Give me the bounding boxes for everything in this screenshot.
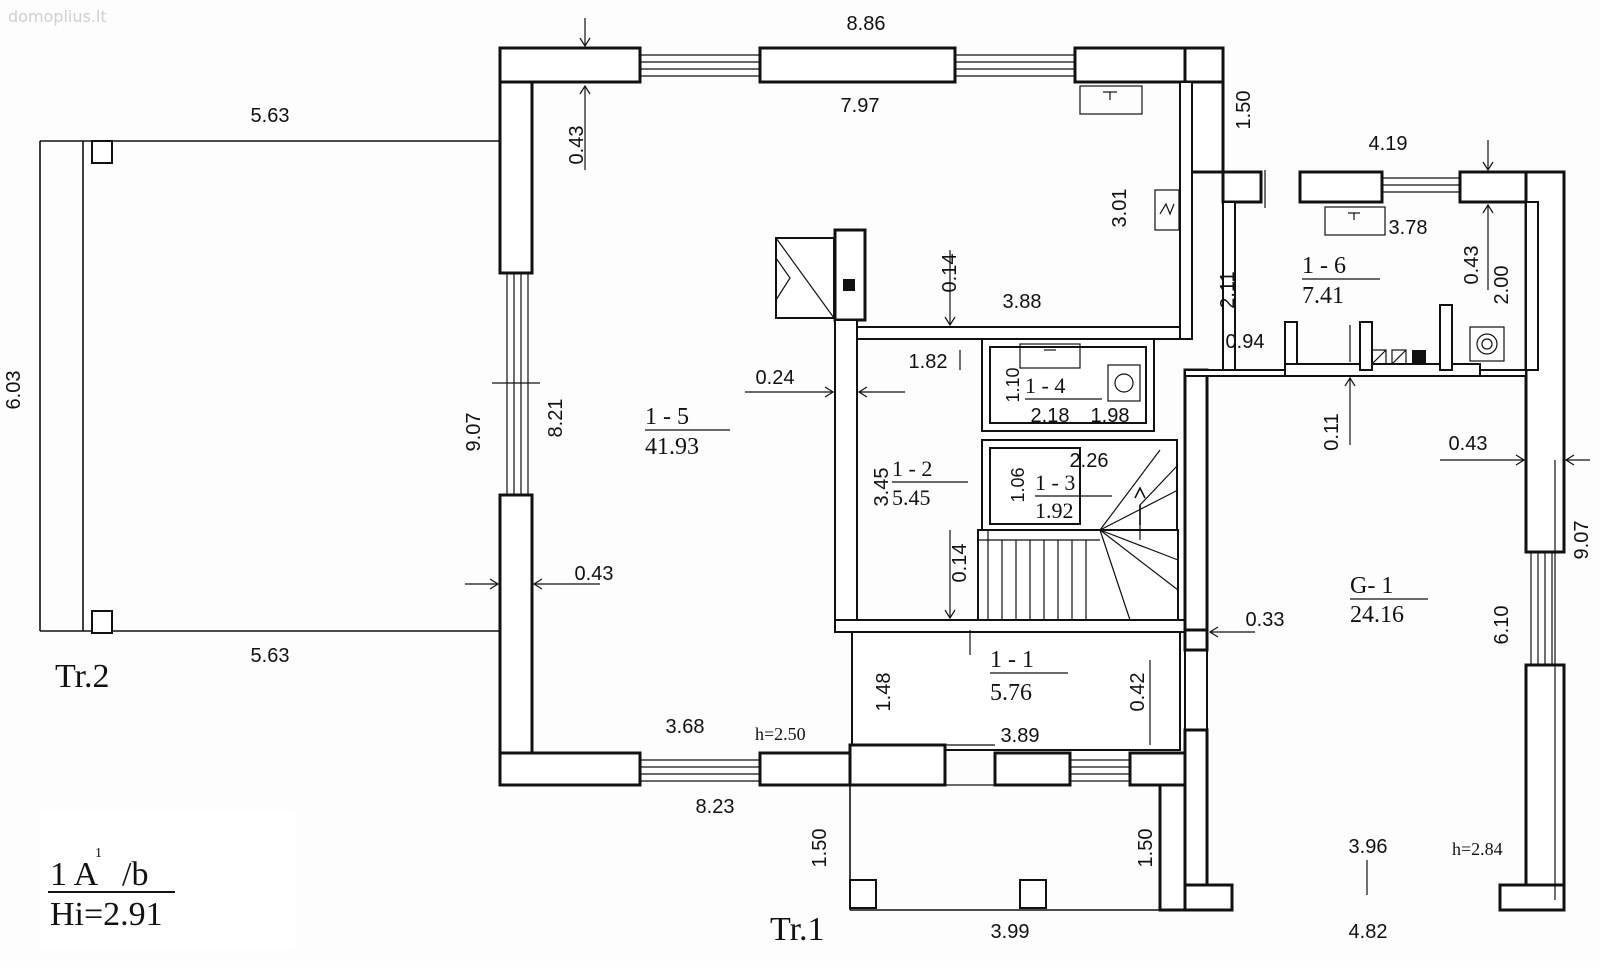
dim-wall-014-a: 0.14 xyxy=(939,254,961,293)
dim-top-overall: 8.86 xyxy=(847,13,886,35)
house-walls xyxy=(498,46,1232,912)
room-1-3-number: 1 - 3 xyxy=(1035,470,1075,495)
dim-kitchen-depth: 3.01 xyxy=(1109,189,1131,228)
windows xyxy=(506,54,1553,786)
room-1-6-area: 7.41 xyxy=(1302,283,1344,309)
terrace-post-top xyxy=(91,140,113,164)
room-1-4-number: 1 - 4 xyxy=(1025,373,1065,398)
watermark: domoplius.lt xyxy=(8,7,107,26)
floor-legend-superscript: 1 xyxy=(95,846,102,861)
height-main: h=2.50 xyxy=(755,724,806,744)
dim-stair-h: 1.06 xyxy=(1008,467,1028,502)
dim-wall-043-a: 0.43 xyxy=(566,126,588,165)
room-g-1-number: G- 1 xyxy=(1350,573,1393,599)
dim-entry-depth: 1.48 xyxy=(873,673,895,712)
dim-right-outer: 9.07 xyxy=(1571,521,1593,560)
dim-stair-w: 2.26 xyxy=(1070,450,1109,472)
dim-room6-outer: 4.19 xyxy=(1369,133,1408,155)
dim-porch-width: 3.99 xyxy=(991,921,1030,943)
dim-terrace-depth: 6.03 xyxy=(3,371,25,410)
dim-porch-left: 1.50 xyxy=(809,829,831,868)
dim-room6-depth: 2.00 xyxy=(1491,266,1513,305)
garage-block xyxy=(1183,170,1566,912)
room-1-2-area: 5.45 xyxy=(892,485,931,510)
dim-room6-inner: 3.78 xyxy=(1389,217,1428,239)
dim-living-bottom-inner: 3.68 xyxy=(666,716,705,738)
dim-entry-width: 3.89 xyxy=(1001,725,1040,747)
dim-wall-043-d: 0.43 xyxy=(575,563,614,585)
dim-wall-043-c: 0.43 xyxy=(1449,433,1488,455)
height-garage: h=2.84 xyxy=(1452,839,1503,859)
floor-legend: 1 A 1 /b Hi=2.91 xyxy=(40,810,295,950)
terrace-tr1-label: Tr.1 xyxy=(770,911,825,948)
room-1-1-number: 1 - 1 xyxy=(990,647,1034,673)
bath-sink-icon xyxy=(1019,343,1081,369)
room-labels: 1 - 5 41.93 1 - 2 5.45 1 - 3 1.92 1 - 4 … xyxy=(55,253,1503,948)
terrace-tr2-label: Tr.2 xyxy=(55,658,110,695)
dim-living-inner-width: 7.97 xyxy=(841,95,880,117)
dim-terrace-top: 5.63 xyxy=(251,105,290,127)
room-1-5-area: 41.93 xyxy=(645,434,699,460)
dim-wall-042: 0.42 xyxy=(1127,673,1149,712)
floor-legend-suffix: /b xyxy=(122,856,148,893)
terrace-tr1 xyxy=(849,783,1232,912)
dimension-lines xyxy=(465,18,1590,900)
dim-wall-011: 0.11 xyxy=(1321,413,1343,450)
sink-icon xyxy=(1324,206,1386,236)
dim-garage-outer: 4.82 xyxy=(1349,921,1388,943)
dim-bottom-overall: 8.23 xyxy=(696,796,735,818)
dim-garage-inner: 3.96 xyxy=(1349,836,1388,858)
room-1-2-number: 1 - 2 xyxy=(892,456,932,481)
dim-bath-h: 1.10 xyxy=(1003,367,1023,402)
room-1-5-number: 1 - 5 xyxy=(645,404,689,430)
dim-hall-depth: 3.45 xyxy=(871,468,893,507)
dim-wall-033: 0.33 xyxy=(1246,609,1285,631)
kitchen-sink-icon xyxy=(1079,85,1143,115)
room-1-3-area: 1.92 xyxy=(1035,498,1074,523)
dim-bath-b: 1.98 xyxy=(1091,405,1130,427)
dim-bath-w: 1.82 xyxy=(909,351,948,373)
dim-porch-right: 1.50 xyxy=(1135,829,1157,868)
dim-wall-043-b: 0.43 xyxy=(1461,246,1483,285)
room-1-1-area: 5.76 xyxy=(990,680,1032,706)
floor-legend-top: 1 A xyxy=(50,856,99,893)
bath-toilet-icon xyxy=(1107,364,1141,402)
room-1-6-number: 1 - 6 xyxy=(1302,253,1346,279)
room-g-1-area: 24.16 xyxy=(1350,602,1404,628)
dim-left-inner: 8.21 xyxy=(545,399,567,438)
dim-wall-014-b: 0.14 xyxy=(949,544,971,583)
dim-left-outer: 9.07 xyxy=(463,413,485,452)
dim-terrace-bottom: 5.63 xyxy=(251,645,290,667)
dimension-labels: 8.86 5.63 5.63 6.03 7.97 0.43 3.01 0.14 … xyxy=(3,13,1593,943)
dim-wall-094: 0.94 xyxy=(1226,331,1265,353)
dim-partition-024: 0.24 xyxy=(756,367,795,389)
chimney-icon xyxy=(843,279,855,291)
dim-kitchen-width: 3.88 xyxy=(1003,291,1042,313)
dim-right-step: 1.50 xyxy=(1233,91,1255,130)
dim-room6-left: 2.11 xyxy=(1217,271,1239,308)
toilet-icon xyxy=(1469,326,1505,362)
terrace-tr2 xyxy=(39,140,500,634)
floor-legend-bottom: Hi=2.91 xyxy=(50,896,163,933)
dim-garage-depth: 6.10 xyxy=(1491,606,1513,645)
staircase xyxy=(977,449,1179,621)
dim-bath-a: 2.18 xyxy=(1031,405,1070,427)
terrace-post-bottom xyxy=(91,610,113,634)
stove-icon xyxy=(1154,189,1180,231)
